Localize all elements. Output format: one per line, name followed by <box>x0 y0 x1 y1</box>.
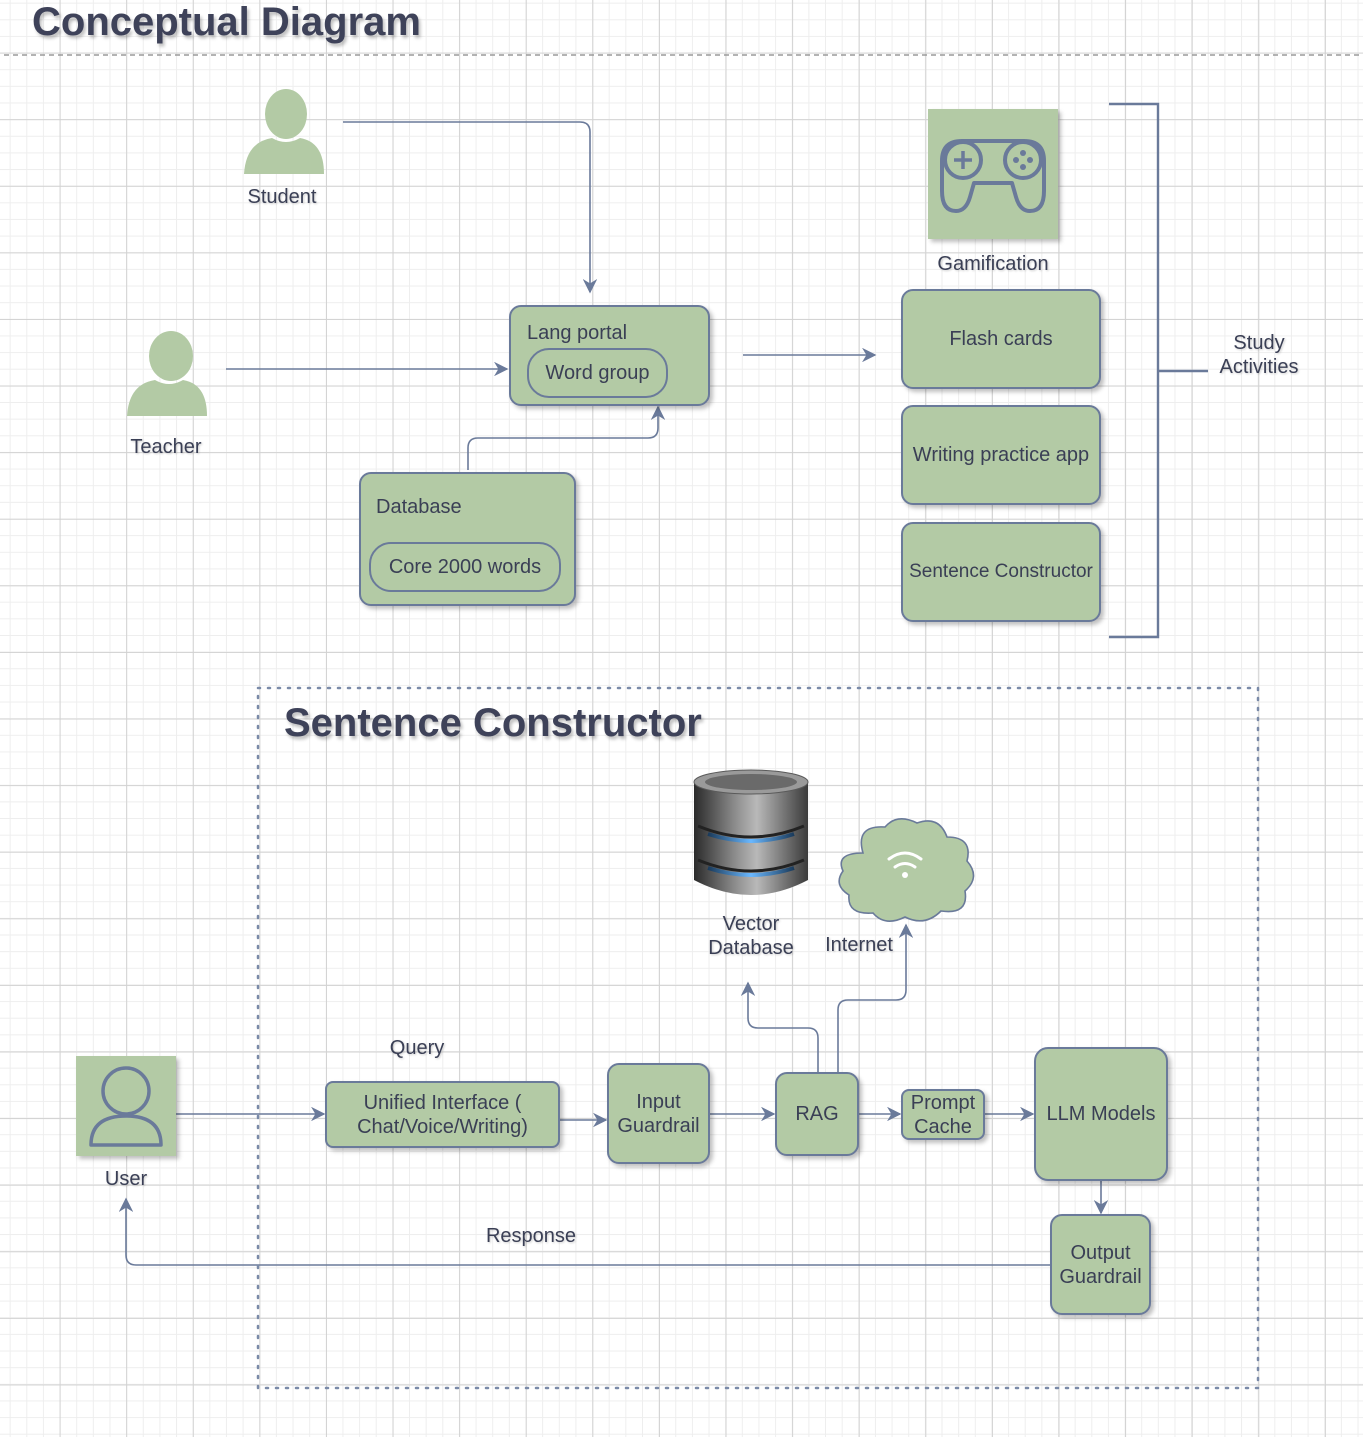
section-title: Sentence Constructor <box>284 701 702 745</box>
internet-cloud[interactable] <box>833 815 981 927</box>
llm-models-node[interactable]: LLM Models <box>1034 1047 1168 1181</box>
output-guardrail-node[interactable]: Output Guardrail <box>1050 1214 1151 1315</box>
gamepad-icon <box>940 139 1046 213</box>
prompt-cache-node[interactable]: Prompt Cache <box>901 1089 985 1140</box>
person-icon <box>244 89 324 174</box>
database-label: Database <box>376 496 462 518</box>
lang-portal-label: Lang portal <box>527 322 628 344</box>
gamification-tile[interactable] <box>928 109 1058 239</box>
study-activities-label: Study Activities <box>1219 332 1299 378</box>
person-icon <box>127 331 207 416</box>
study-activities-bracket <box>1109 102 1208 639</box>
core-words-pill[interactable]: Core 2000 words <box>369 542 561 592</box>
query-label: Query <box>389 1037 445 1059</box>
word-group-pill[interactable]: Word group <box>527 348 668 398</box>
vector-database-label: Vector Database <box>708 913 794 959</box>
gamification-label: Gamification <box>937 253 1049 275</box>
response-label: Response <box>485 1225 577 1247</box>
teacher-actor[interactable] <box>125 330 209 418</box>
rag-node[interactable]: RAG <box>775 1072 859 1156</box>
wifi-cloud-icon <box>838 818 975 922</box>
edge-rag-to-vector-db <box>740 981 819 1072</box>
edge-student-to-portal <box>343 121 598 294</box>
vector-database[interactable] <box>690 768 812 904</box>
edge-output-to-user <box>118 1197 1050 1266</box>
user-label: User <box>104 1168 148 1190</box>
sentence-constructor-frame <box>256 686 1260 1390</box>
lang-portal-node[interactable]: Lang portal Word group <box>509 305 710 406</box>
student-label: Student <box>247 186 317 208</box>
database-node[interactable]: Database Core 2000 words <box>359 472 576 606</box>
user-tile[interactable] <box>76 1056 176 1156</box>
flash-cards-node[interactable]: Flash cards <box>901 289 1101 389</box>
edge-database-to-portal <box>467 405 666 470</box>
teacher-label: Teacher <box>130 436 202 458</box>
user-outline-icon <box>89 1066 163 1147</box>
writing-practice-node[interactable]: Writing practice app <box>901 405 1101 505</box>
unified-interface-node[interactable]: Unified Interface ( Chat/Voice/Writing) <box>325 1081 560 1148</box>
page-title: Conceptual Diagram <box>32 0 421 44</box>
internet-label: Internet <box>825 934 893 956</box>
sentence-constructor-node[interactable]: Sentence Constructor <box>901 522 1101 622</box>
input-guardrail-node[interactable]: Input Guardrail <box>607 1063 710 1164</box>
student-actor[interactable] <box>242 88 326 176</box>
database-cylinder-icon <box>693 769 809 895</box>
edge-rag-to-internet <box>837 923 914 1072</box>
